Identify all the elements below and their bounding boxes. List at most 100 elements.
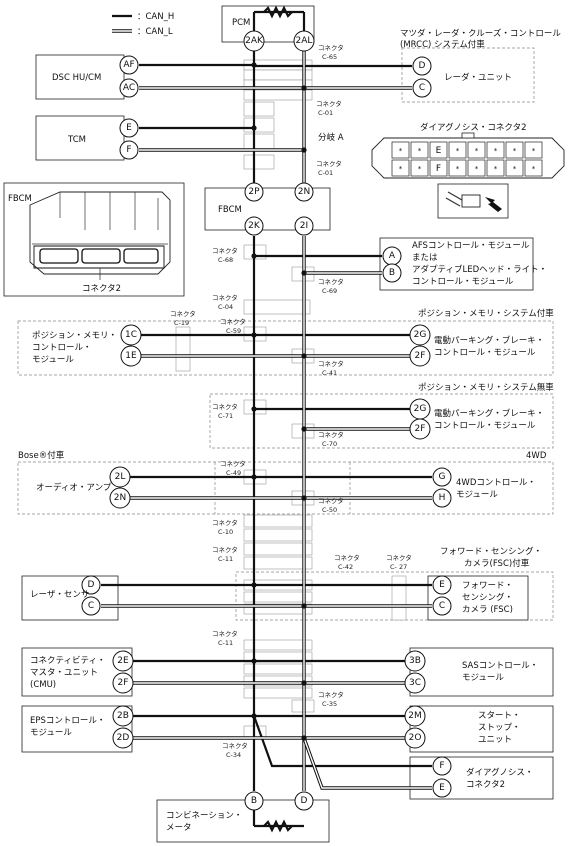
psm-without-pins: 2G 2F <box>409 398 431 440</box>
c49-code: C-49 <box>226 469 241 477</box>
dlc-pin-cell <box>524 159 543 177</box>
connector-c19 <box>175 326 191 372</box>
sss-line-3: ユニット <box>478 735 512 745</box>
c04-word: コネクタ <box>212 293 238 302</box>
fsc-title-2: カメラ(FSC)付車 <box>464 558 530 569</box>
dsc-box <box>35 54 125 100</box>
sss-line-1: スタート・ <box>478 711 521 721</box>
c01b-word: コネクタ <box>316 159 342 168</box>
audio-pin-h: 2L <box>115 472 126 482</box>
c01a-code: C-01 <box>318 109 333 117</box>
dlc-pin-cell <box>448 159 467 177</box>
dlc-pin-e-label: E <box>436 146 442 156</box>
c11a-code: C-11 <box>218 555 233 563</box>
cmu-pin-l: 2F <box>118 678 129 688</box>
c68-word: コネクタ <box>212 246 238 255</box>
dlc-pin-cell <box>391 159 410 177</box>
c19-code: C-19 <box>174 319 189 327</box>
psm-left-line-1: ポジション・メモリ・ <box>32 331 117 341</box>
c71-word: コネクタ <box>212 402 238 411</box>
dlc2-pins: F E <box>432 756 452 798</box>
dlc-pin-star: * <box>418 165 422 173</box>
sss-pin-h: 2M <box>408 711 422 721</box>
afs-pin-h: A <box>389 251 396 261</box>
laser-box <box>21 575 119 621</box>
c35-code: C-35 <box>322 700 337 708</box>
dlc-title: ダイアグノシス・コネクタ2 <box>420 122 526 133</box>
afs-line-2: または <box>412 253 438 263</box>
connector-labels: コネクタ C-65 コネクタ C-01 コネクタ C-01 コネクタ C-68 … <box>170 43 412 759</box>
c01a-word: コネクタ <box>316 99 342 108</box>
epb-without-line-2: コントロール・モジュール <box>434 421 536 431</box>
c70-code: C-70 <box>322 440 337 448</box>
dlc2-line-1: ダイアグノシス・ <box>466 767 533 778</box>
dlc2-face-drawing: **E*******F***** <box>371 132 565 219</box>
afs-line-3: アダプティブLEDヘッド・ライト・ <box>412 264 547 275</box>
c04-code: C-04 <box>218 303 233 311</box>
cmu-box <box>21 647 133 697</box>
mrcc-pin-h: D <box>419 61 426 71</box>
mrcc-title-1: マツダ・レーダ・クルーズ・コントロール <box>400 28 561 39</box>
sas-box <box>409 647 554 697</box>
c19-word: コネクタ <box>170 309 196 318</box>
sss-box <box>409 705 554 753</box>
c01b-code: C-01 <box>318 169 333 177</box>
legend-can-l: ：CAN_L <box>137 27 173 37</box>
can-h-wires <box>101 5 432 833</box>
fbcm-pin-2p: 2P <box>248 187 260 197</box>
connector-stack-c01 <box>243 101 275 170</box>
dlc-pin-cell <box>524 141 543 159</box>
c59-word: コネクタ <box>220 317 246 326</box>
psm-left-pin-h: 1C <box>125 330 137 340</box>
epb-pin-l: 2F <box>415 424 426 434</box>
c50-word: コネクタ <box>318 496 344 505</box>
c11b-code: C-11 <box>218 639 233 647</box>
fsc-line-3: カメラ (FSC) <box>462 605 513 615</box>
tcm-pin-h: E <box>126 123 132 133</box>
eps-pin-h: 2B <box>117 711 129 721</box>
dlc-pin-star: * <box>494 147 498 155</box>
awd-title: 4WD <box>526 451 547 461</box>
connector-c27 <box>391 575 407 621</box>
fbcm-label: FBCM <box>218 205 242 215</box>
psm-right-pin-l: 2F <box>415 351 426 361</box>
legend: ：CAN_H ：CAN_L <box>112 12 174 37</box>
fsc-title-1: フォワード・センシング・ <box>440 546 542 557</box>
cmu-pin-h: 2E <box>117 656 129 666</box>
mrcc-title-2: (MRCC) システム付車 <box>400 39 485 50</box>
awd-pin-l: H <box>439 493 446 503</box>
legend-can-h: ：CAN_H <box>137 12 174 22</box>
dsc-pins: AF AC <box>119 55 139 98</box>
c70-word: コネクタ <box>318 430 344 439</box>
dlc-pin-star: * <box>456 165 460 173</box>
dlc-pin-cell <box>467 141 486 159</box>
awd-line-1: 4WDコントロール・ <box>456 478 536 488</box>
c41-code: C-41 <box>322 369 337 377</box>
eps-pins: 2B 2D <box>112 705 134 749</box>
c68-code: C-68 <box>218 256 233 264</box>
fsc-pin-h: E <box>439 580 445 590</box>
eps-line-2: モジュール <box>30 728 72 738</box>
dlc2-box <box>409 756 554 800</box>
laser-pins: D C <box>81 575 101 616</box>
dlc-pin-star: * <box>475 165 479 173</box>
mrcc-pin-l: C <box>419 83 425 93</box>
tcm-box <box>35 115 125 161</box>
eps-line-1: EPSコントロール・ <box>30 716 105 726</box>
c71-code: C-71 <box>218 412 233 420</box>
dsc-label: DSC HU/CM <box>52 73 101 83</box>
dlc-pin-cell <box>486 141 505 159</box>
c34-word: コネクタ <box>222 741 248 750</box>
dlc-pin-star: * <box>532 165 536 173</box>
dlc-pin-cell <box>486 159 505 177</box>
sss-pins: 2M 2O <box>404 705 426 749</box>
c42-code: C-42 <box>338 563 353 571</box>
c10-word: コネクタ <box>212 518 238 527</box>
epb-with-line-2: コントロール・モジュール <box>434 348 536 358</box>
fbcm-pin-2i: 2I <box>300 221 308 231</box>
connector-c04 <box>243 299 311 315</box>
sas-pins: 3B 3C <box>404 650 426 694</box>
c42-word: コネクタ <box>334 553 360 562</box>
psm-left-pin-l: 1E <box>125 351 137 361</box>
awd-line-2: モジュール <box>456 490 498 500</box>
